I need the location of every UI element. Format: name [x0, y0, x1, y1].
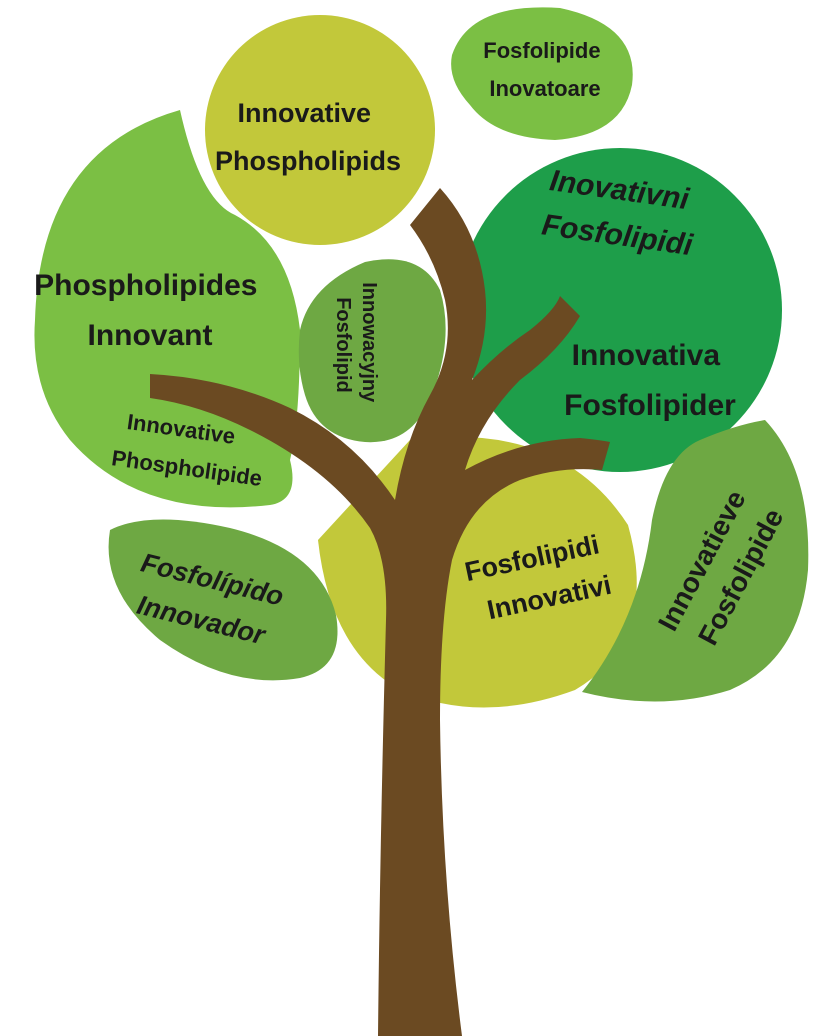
label-fr: Phospholipides Innovant — [34, 269, 266, 352]
leaf-hr-shape — [458, 148, 782, 472]
label-ro: Fosfolipide Inovatoare — [483, 38, 606, 101]
leaf-es-shape — [108, 519, 338, 681]
leaf-ro-shape — [451, 7, 633, 140]
trunk-main — [150, 188, 610, 1036]
label-pl: Innowacyjny Fosfolipid — [332, 282, 380, 408]
leaf-pl-shape — [298, 259, 446, 443]
leaf-en-shape — [205, 15, 435, 245]
leaf-nl-shape — [582, 420, 809, 702]
tree-trunk — [150, 188, 610, 1036]
label-sv: Innovativa Fosfolipider — [564, 339, 736, 422]
label-en: Innovative Phospholipids — [215, 98, 401, 176]
